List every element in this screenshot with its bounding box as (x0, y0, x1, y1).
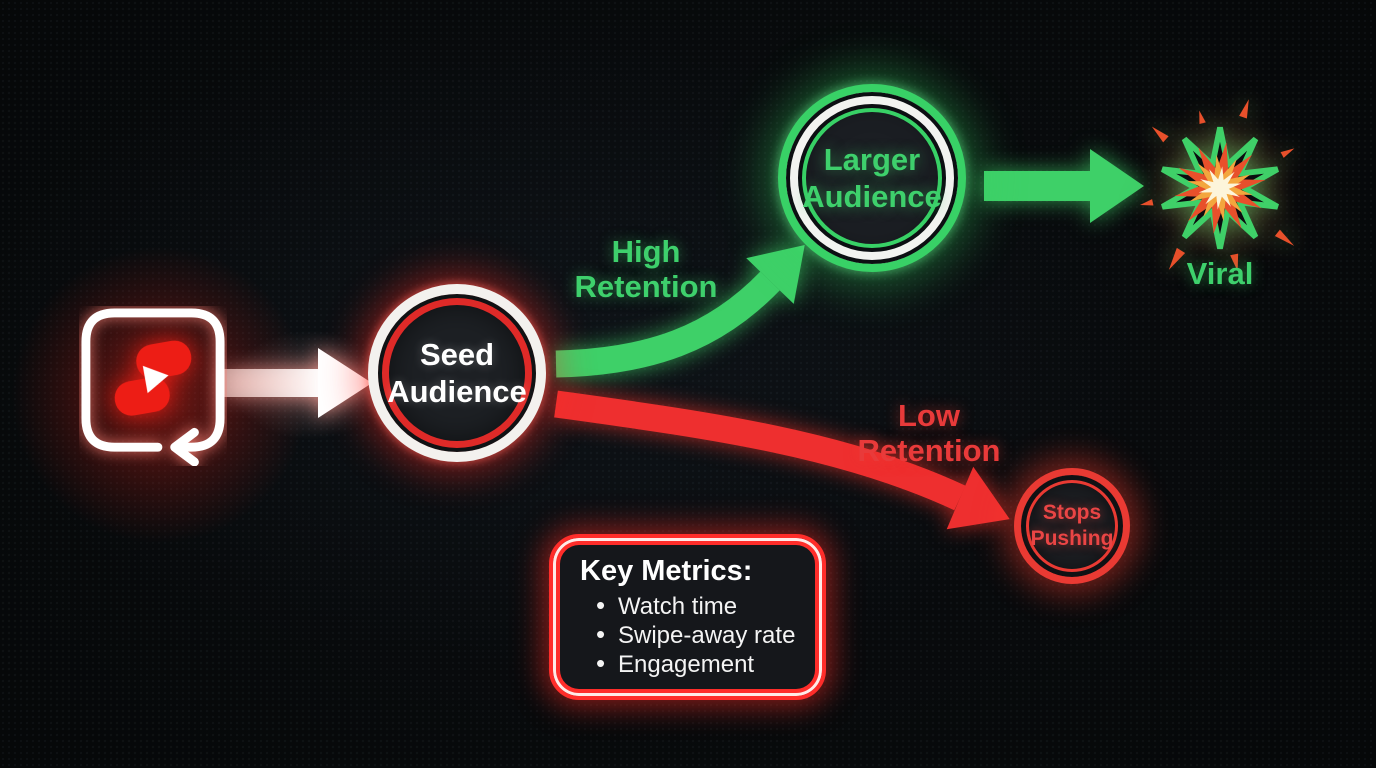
youtube-shorts-loop-icon (81, 308, 225, 466)
white-right-arrow-icon (224, 348, 372, 418)
red-curved-down-arrow-icon (554, 390, 1010, 530)
loop-outline (81, 308, 225, 466)
key-metric-item: Swipe-away rate (596, 620, 822, 650)
node-seed-audience: Seed Audience (368, 284, 546, 462)
node-label-line: Pushing (1030, 527, 1114, 550)
key-metric-item: Watch time (596, 591, 822, 621)
node-label-line: Stops (1042, 501, 1102, 524)
key-metrics-panel: Key Metrics: Watch time Swipe-away rate … (549, 534, 826, 700)
green-right-arrow-icon (984, 149, 1144, 223)
play-icon (142, 365, 169, 394)
edge-label-line: Low (898, 398, 960, 433)
node-label-line: Larger (823, 142, 921, 177)
spark-dashes (1139, 99, 1295, 272)
node-stops-pushing: Stops Pushing (1014, 468, 1130, 584)
node-label-line: Seed (419, 337, 495, 372)
edge-label-line: High (611, 234, 681, 269)
shorts-logo (114, 340, 192, 416)
node-label-line: Audience (387, 374, 527, 409)
edge-label-line: Retention (574, 269, 718, 304)
node-larger-audience: Larger Audience (778, 84, 966, 272)
high-retention-label: High Retention (531, 234, 761, 304)
key-metric-item: Engagement (596, 649, 822, 679)
node-label-line: Audience (802, 179, 942, 214)
green-curved-up-arrow-icon (555, 245, 805, 378)
edge-label-line: Retention (857, 433, 1001, 468)
viral-label: Viral (1186, 256, 1254, 291)
key-metrics-list: Watch time Swipe-away rate Engagement (596, 591, 822, 679)
key-metrics-title: Key Metrics: (580, 555, 753, 587)
low-retention-label: Low Retention (814, 398, 1044, 468)
explosion-burst-icon (1139, 99, 1295, 272)
